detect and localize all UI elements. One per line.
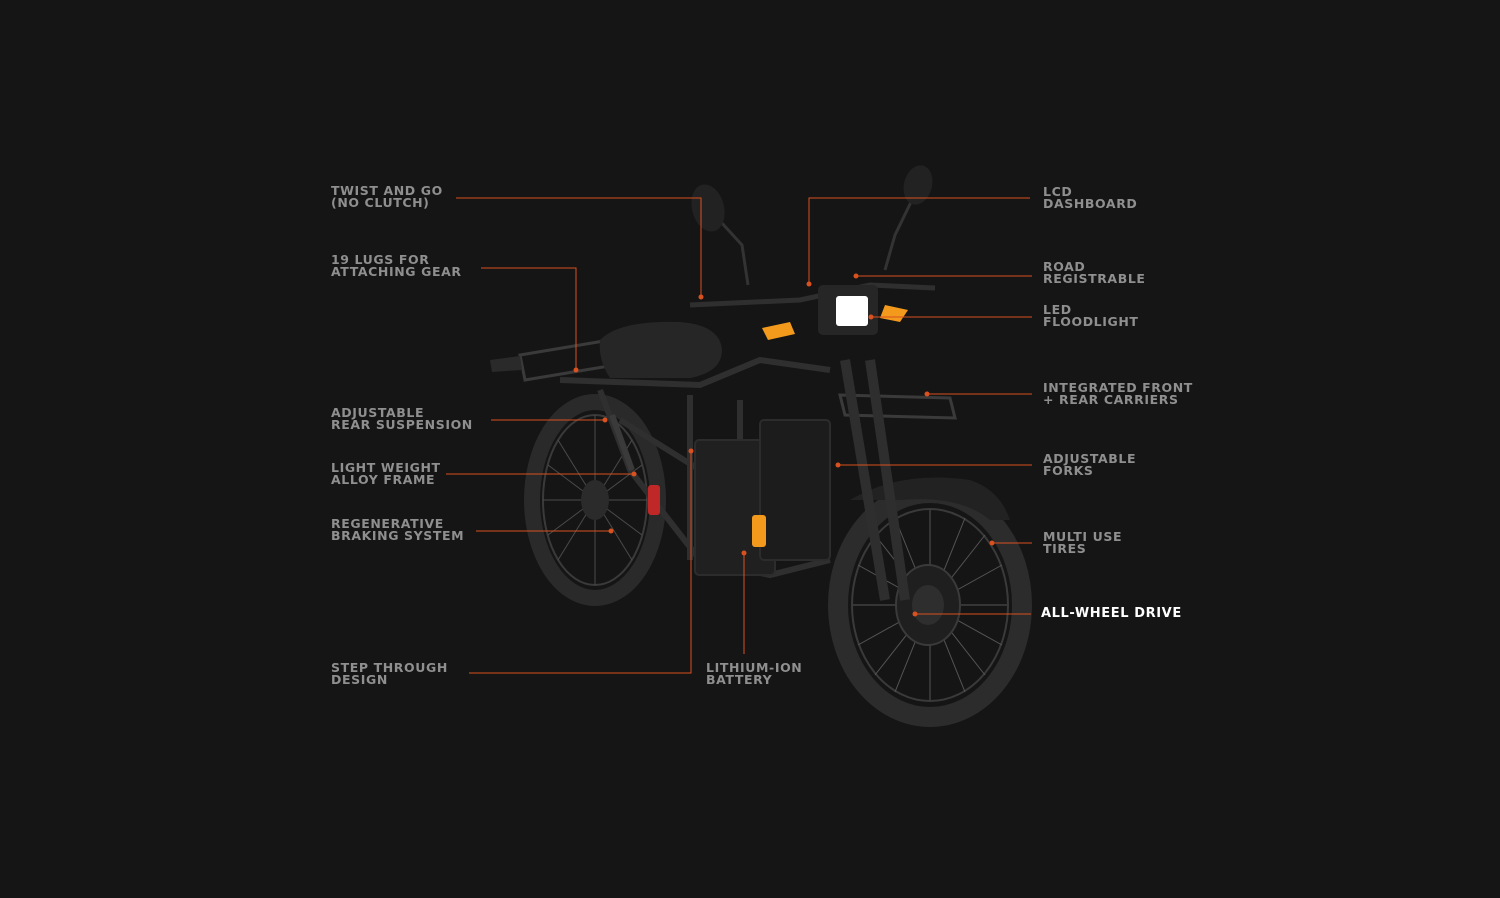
indicator-right <box>880 305 908 322</box>
hotspot-dot-carriers[interactable] <box>924 391 930 397</box>
hotspot-dot-adjustable-forks[interactable] <box>835 462 841 468</box>
hotspot-dot-rear-suspension[interactable] <box>602 417 608 423</box>
hotspot-dot-multi-use-tires[interactable] <box>989 540 995 546</box>
indicator-left <box>762 322 795 340</box>
rear-reflector <box>648 485 660 515</box>
feature-led-floodlight[interactable]: LED FLOODLIGHT <box>1043 302 1139 329</box>
hotspot-dot-lithium-battery[interactable] <box>741 550 747 556</box>
feature-adjustable-forks[interactable]: ADJUSTABLE FORKS <box>1043 451 1137 478</box>
seat <box>599 321 722 378</box>
hotspot-dot-road-registrable[interactable] <box>853 273 859 279</box>
hotspot-dot-twist-and-go[interactable] <box>698 294 704 300</box>
hotspot-dot-lugs[interactable] <box>573 367 579 373</box>
feature-step-through[interactable]: STEP THROUGH DESIGN <box>331 660 448 687</box>
feature-rear-suspension[interactable]: ADJUSTABLE REAR SUSPENSION <box>331 405 473 432</box>
feature-lcd-dashboard[interactable]: LCD DASHBOARD <box>1043 184 1138 211</box>
leader-line-twist-and-go <box>456 197 702 297</box>
hotspot-dot-led-floodlight[interactable] <box>868 314 874 320</box>
feature-road-registrable[interactable]: ROAD REGISTRABLE <box>1043 259 1146 286</box>
indicator-side <box>752 515 766 547</box>
hotspot-dot-all-wheel-drive[interactable] <box>912 611 918 617</box>
leader-line-lugs <box>481 267 577 370</box>
feature-regenerative-braking[interactable]: REGENERATIVE BRAKING SYSTEM <box>331 516 465 543</box>
feature-twist-and-go[interactable]: TWIST AND GO (NO CLUTCH) <box>331 183 443 210</box>
hotspot-dot-alloy-frame[interactable] <box>631 471 637 477</box>
hotspot-dot-regenerative-braking[interactable] <box>608 528 614 534</box>
feature-lithium-battery[interactable]: LITHIUM-ION BATTERY <box>706 660 803 687</box>
headlight <box>836 296 868 326</box>
feature-multi-use-tires[interactable]: MULTI USE TIRES <box>1043 529 1123 556</box>
leader-line-step-through <box>469 451 692 674</box>
feature-all-wheel-drive[interactable]: ALL-WHEEL DRIVE <box>1041 606 1182 621</box>
feature-alloy-frame[interactable]: LIGHT WEIGHT ALLOY FRAME <box>331 460 441 487</box>
feature-lugs[interactable]: 19 LUGS FOR ATTACHING GEAR <box>331 252 462 279</box>
hotspot-dot-lcd-dashboard[interactable] <box>806 281 812 287</box>
leader-line-lcd-dashboard <box>808 197 1030 284</box>
hotspot-dot-step-through[interactable] <box>688 448 694 454</box>
feature-carriers[interactable]: INTEGRATED FRONT + REAR CARRIERS <box>1043 380 1193 407</box>
